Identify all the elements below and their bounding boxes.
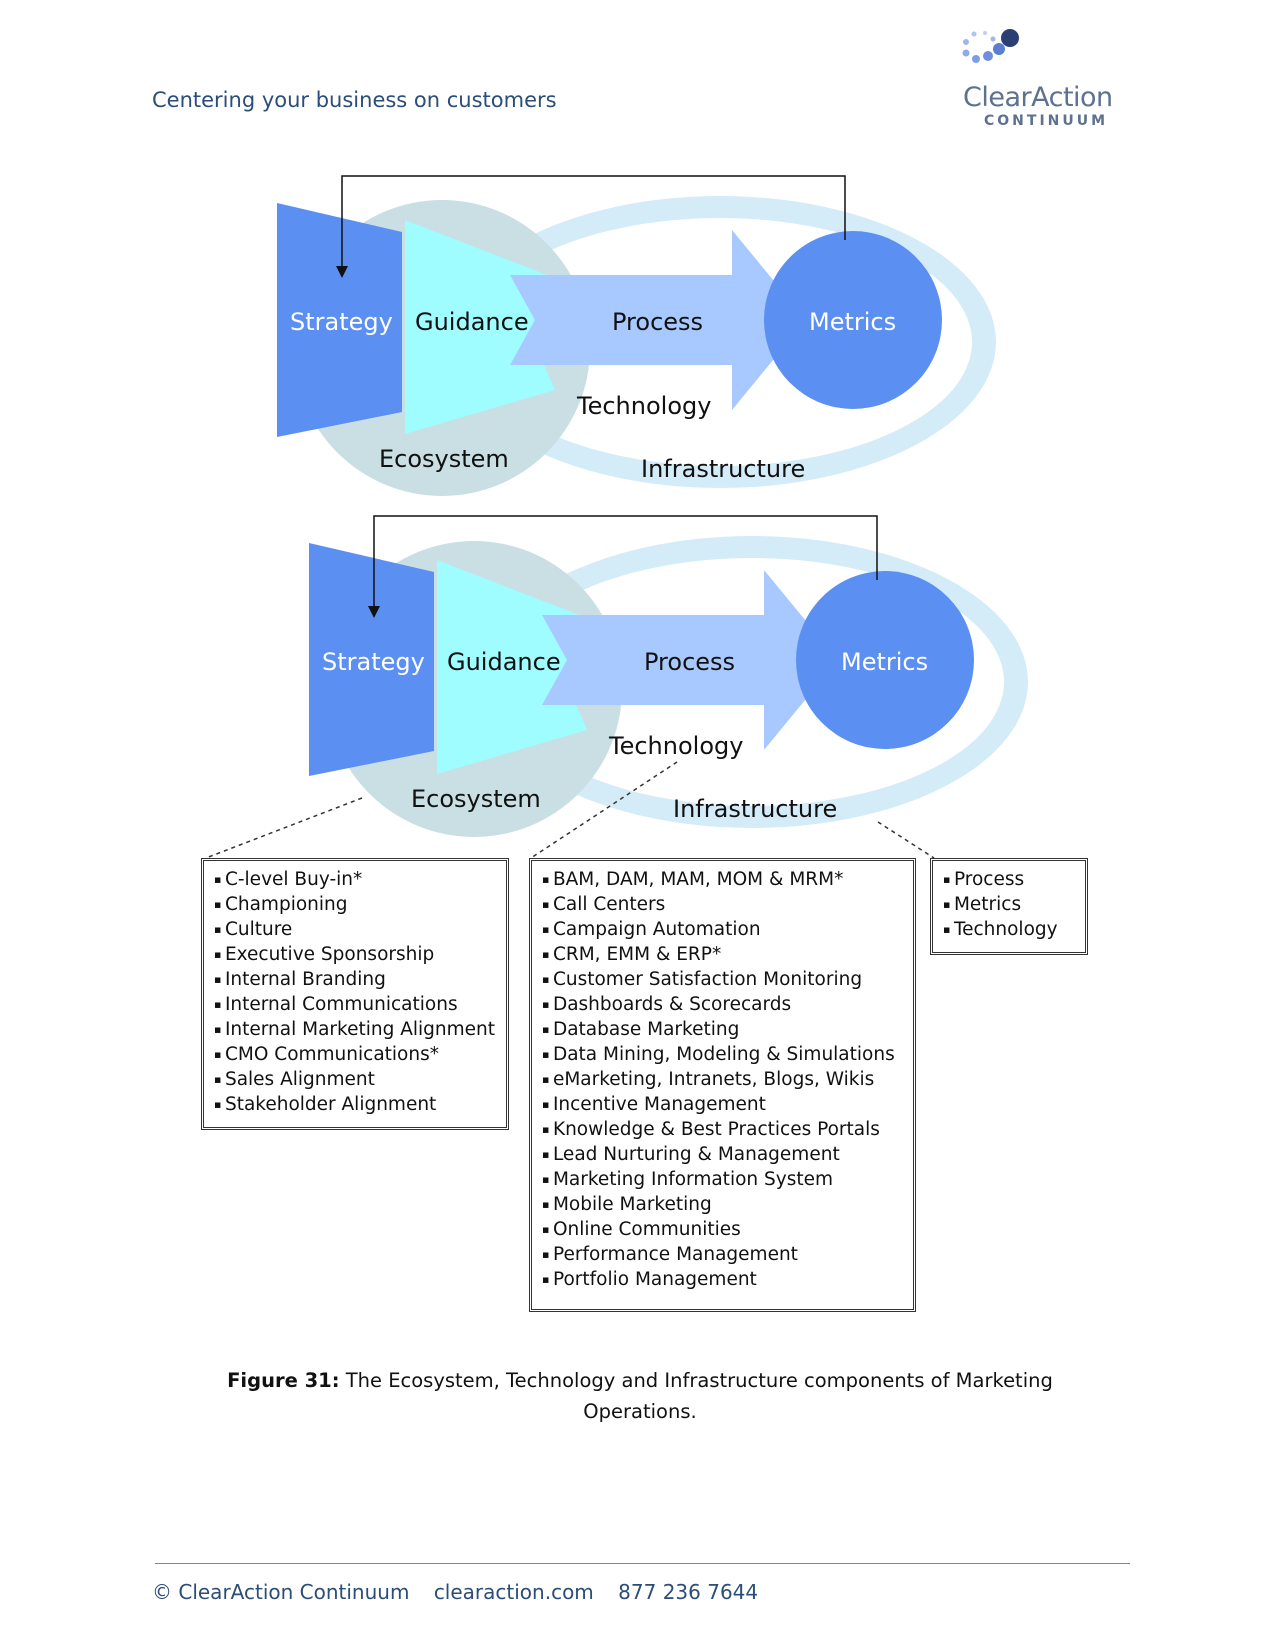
footer-phone: 877 236 7644	[618, 1580, 759, 1604]
label-strategy: Strategy	[322, 648, 425, 676]
ecosystem-list-item: Internal Communications	[214, 992, 498, 1017]
figure-caption: Figure 31: The Ecosystem, Technology and…	[190, 1365, 1090, 1427]
technology-list-item: Call Centers	[542, 892, 905, 917]
feedback-arrow	[336, 175, 846, 278]
diagram-top: Strategy Guidance Process Metrics Techno…	[277, 175, 996, 496]
diagram-bottom: Strategy Guidance Process Metrics Techno…	[205, 515, 1028, 859]
footer-website-link[interactable]: clearaction.com	[433, 1580, 594, 1604]
clearaction-logo-icon	[962, 29, 1019, 63]
infrastructure-list-item: Metrics	[943, 892, 1077, 917]
ecosystem-connector	[205, 797, 363, 859]
ecosystem-detail-box: C-level Buy-in*ChampioningCultureExecuti…	[201, 858, 509, 1130]
ecosystem-list-item: Internal Branding	[214, 967, 498, 992]
feedback-arrow	[368, 515, 878, 618]
ecosystem-list-item: Sales Alignment	[214, 1067, 498, 1092]
figure-caption-text: The Ecosystem, Technology and Infrastruc…	[339, 1369, 1053, 1423]
label-process: Process	[644, 648, 735, 676]
technology-list-item: Data Mining, Modeling & Simulations	[542, 1042, 905, 1067]
label-technology: Technology	[608, 732, 743, 760]
technology-list-item: Knowledge & Best Practices Portals	[542, 1117, 905, 1142]
figure-label: Figure 31:	[227, 1369, 340, 1392]
header-tagline: Centering your business on customers	[152, 88, 557, 112]
infrastructure-list-item: Technology	[943, 917, 1077, 942]
technology-list-item: Customer Satisfaction Monitoring	[542, 967, 905, 992]
label-infrastructure: Infrastructure	[641, 455, 805, 483]
logo-subtitle: CONTINUUM	[984, 113, 1109, 129]
ecosystem-list-item: Stakeholder Alignment	[214, 1092, 498, 1117]
ecosystem-list-item: Championing	[214, 892, 498, 917]
footer-copyright: © ClearAction Continuum	[152, 1580, 410, 1604]
ecosystem-list-item: Executive Sponsorship	[214, 942, 498, 967]
technology-list-item: Marketing Information System	[542, 1167, 905, 1192]
ecosystem-item-list: C-level Buy-in*ChampioningCultureExecuti…	[204, 861, 506, 1117]
technology-list-item: Online Communities	[542, 1217, 905, 1242]
technology-list-item: Campaign Automation	[542, 917, 905, 942]
label-process: Process	[612, 308, 703, 336]
technology-list-item: Mobile Marketing	[542, 1192, 905, 1217]
guidance-shape	[437, 560, 587, 774]
infrastructure-connector	[877, 821, 935, 859]
technology-list-item: Incentive Management	[542, 1092, 905, 1117]
label-infrastructure: Infrastructure	[673, 795, 837, 823]
infrastructure-list-item: Process	[943, 867, 1077, 892]
technology-detail-box: BAM, DAM, MAM, MOM & MRM*Call CentersCam…	[529, 858, 916, 1312]
label-guidance: Guidance	[415, 308, 529, 336]
technology-connector	[530, 761, 678, 859]
technology-list-item: Performance Management	[542, 1242, 905, 1267]
label-metrics: Metrics	[841, 648, 928, 676]
technology-item-list: BAM, DAM, MAM, MOM & MRM*Call CentersCam…	[532, 861, 913, 1292]
label-guidance: Guidance	[447, 648, 561, 676]
label-ecosystem: Ecosystem	[411, 785, 541, 813]
process-arrow	[542, 570, 838, 750]
technology-list-item: eMarketing, Intranets, Blogs, Wikis	[542, 1067, 905, 1092]
technology-list-item: Portfolio Management	[542, 1267, 905, 1292]
label-technology: Technology	[576, 392, 711, 420]
ecosystem-list-item: Internal Marketing Alignment	[214, 1017, 498, 1042]
logo-name: ClearAction	[963, 82, 1113, 113]
strategy-shape	[309, 543, 434, 776]
ecosystem-list-item: CMO Communications*	[214, 1042, 498, 1067]
metrics-circle	[796, 571, 974, 749]
footer: © ClearAction Continuum clearaction.com …	[152, 1580, 776, 1604]
label-strategy: Strategy	[290, 308, 393, 336]
process-arrow	[510, 230, 806, 410]
footer-divider	[155, 1563, 1130, 1564]
technology-list-item: BAM, DAM, MAM, MOM & MRM*	[542, 867, 905, 892]
label-metrics: Metrics	[809, 308, 896, 336]
technology-list-item: Lead Nurturing & Management	[542, 1142, 905, 1167]
technology-list-item: CRM, EMM & ERP*	[542, 942, 905, 967]
technology-list-item: Database Marketing	[542, 1017, 905, 1042]
ecosystem-list-item: Culture	[214, 917, 498, 942]
ecosystem-list-item: C-level Buy-in*	[214, 867, 498, 892]
strategy-shape	[277, 203, 402, 437]
metrics-circle	[764, 231, 942, 409]
technology-list-item: Dashboards & Scorecards	[542, 992, 905, 1017]
label-ecosystem: Ecosystem	[379, 445, 509, 473]
guidance-shape	[405, 220, 555, 434]
